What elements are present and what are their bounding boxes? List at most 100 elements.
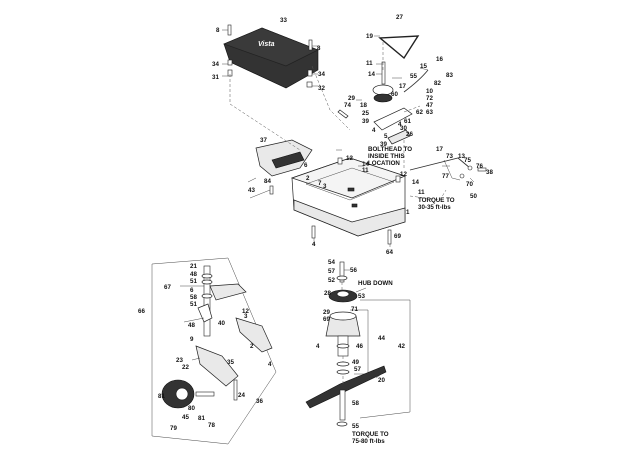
part-label-78: 78 (208, 422, 215, 429)
spindle-subgroup-bracket (350, 309, 369, 375)
part-label-35: 35 (227, 359, 234, 366)
part-label-4: 4 (268, 361, 272, 368)
part-label-3: 3 (244, 313, 248, 320)
part-label-9: 9 (190, 336, 194, 343)
torque-note-blade-line1: TORQUE TO (352, 431, 389, 438)
part-label-39: 39 (380, 141, 387, 148)
assembly-notes: BOLTHEAD TO INSIDE THIS LOCATION TORQUE … (352, 146, 455, 445)
part-label-48: 48 (188, 322, 195, 329)
part-label-12: 12 (242, 308, 249, 315)
cover-brand-logo: Vista (258, 41, 275, 48)
part-label-1: 1 (406, 209, 410, 216)
part-label-4: 4 (398, 121, 402, 128)
part-label-15: 15 (420, 63, 427, 70)
part-label-66: 66 (138, 308, 145, 315)
part-label-47: 47 (426, 102, 433, 109)
part-label-31: 31 (212, 74, 219, 81)
part-label-83: 83 (446, 72, 453, 79)
assembly-guide-lines (229, 40, 447, 250)
part-label-26: 26 (406, 131, 413, 138)
torque-note-deck-line2: 30-35 ft-lbs (418, 204, 451, 211)
part-label-4: 4 (372, 127, 376, 134)
part-label-29: 29 (348, 95, 355, 102)
part-label-63: 63 (426, 109, 433, 116)
bolthead-note-line3: LOCATION (368, 160, 400, 167)
hub-down-note: HUB DOWN (358, 280, 393, 287)
part-label-57: 57 (328, 268, 335, 275)
part-labels: 8 33 8 34 34 31 32 27 19 11 14 55 15 16 … (138, 14, 493, 432)
part-label-82: 82 (434, 80, 441, 87)
part-label-21: 21 (190, 263, 197, 270)
part-label-72: 72 (426, 95, 433, 102)
part-label-2: 2 (306, 175, 310, 182)
part-label-4: 4 (316, 343, 320, 350)
part-label-17: 17 (436, 146, 443, 153)
part-label-10: 10 (426, 88, 433, 95)
part-label-34: 34 (212, 61, 219, 68)
part-label-18: 18 (360, 102, 367, 109)
spindle-group-bracket (359, 299, 411, 419)
part-label-24: 24 (238, 392, 245, 399)
part-label-45: 45 (182, 414, 189, 421)
part-label-28: 28 (324, 290, 331, 297)
part-label-40: 40 (218, 320, 225, 327)
part-label-11: 11 (362, 167, 369, 174)
height-adjust-linkage (409, 157, 487, 181)
discharge-chute (255, 139, 313, 177)
part-label-34: 34 (318, 71, 325, 78)
part-label-39: 39 (362, 118, 369, 125)
part-label-56: 56 (350, 267, 357, 274)
part-label-11: 11 (366, 60, 373, 67)
part-label-81: 81 (158, 393, 165, 400)
bolthead-note-line2: INSIDE THIS (368, 153, 404, 160)
part-label-49: 49 (352, 359, 359, 366)
part-label-5: 5 (384, 133, 388, 140)
part-label-79: 79 (170, 425, 177, 432)
part-label-58: 58 (352, 400, 359, 407)
part-label-2: 2 (250, 343, 254, 350)
caster-group-bracket (151, 257, 277, 445)
part-label-11: 11 (418, 189, 425, 196)
spindle-assembly (305, 261, 387, 427)
part-label-46: 46 (356, 343, 363, 350)
part-label-32: 32 (318, 85, 325, 92)
part-label-69: 69 (323, 316, 330, 323)
part-label-62: 62 (416, 109, 423, 116)
part-label-17: 17 (399, 83, 406, 90)
part-label-4: 4 (312, 241, 316, 248)
part-label-6: 6 (190, 287, 194, 294)
mower-deck (290, 157, 407, 237)
part-label-8: 8 (317, 45, 321, 52)
part-label-53: 53 (358, 293, 365, 300)
part-label-19: 19 (366, 33, 373, 40)
part-label-23: 23 (176, 357, 183, 364)
part-label-55: 55 (410, 73, 417, 80)
part-label-13: 13 (458, 153, 465, 160)
part-label-3: 3 (323, 183, 327, 190)
part-label-77: 77 (442, 173, 449, 180)
part-label-69: 69 (394, 233, 401, 240)
part-label-64: 64 (386, 249, 393, 256)
part-label-74: 74 (344, 102, 351, 109)
part-label-71: 71 (351, 306, 358, 313)
part-label-12: 12 (346, 155, 353, 162)
part-label-14: 14 (412, 179, 419, 186)
part-label-48: 48 (190, 271, 197, 278)
part-label-67: 67 (164, 284, 171, 291)
part-label-14: 14 (368, 71, 375, 78)
caster-assembly (161, 265, 273, 409)
deck-hardware (249, 157, 401, 245)
part-label-37: 37 (260, 137, 267, 144)
part-label-33: 33 (280, 17, 287, 24)
part-label-61: 61 (404, 118, 411, 125)
part-label-22: 22 (182, 364, 189, 371)
bolthead-note-line1: BOLTHEAD TO (368, 146, 412, 153)
part-label-57: 57 (354, 366, 361, 373)
part-label-25: 25 (362, 110, 369, 117)
part-label-12: 12 (400, 171, 407, 178)
part-label-38: 38 (486, 169, 493, 176)
part-label-73: 73 (446, 153, 453, 160)
part-label-43: 43 (248, 187, 255, 194)
part-label-52: 52 (328, 277, 335, 284)
